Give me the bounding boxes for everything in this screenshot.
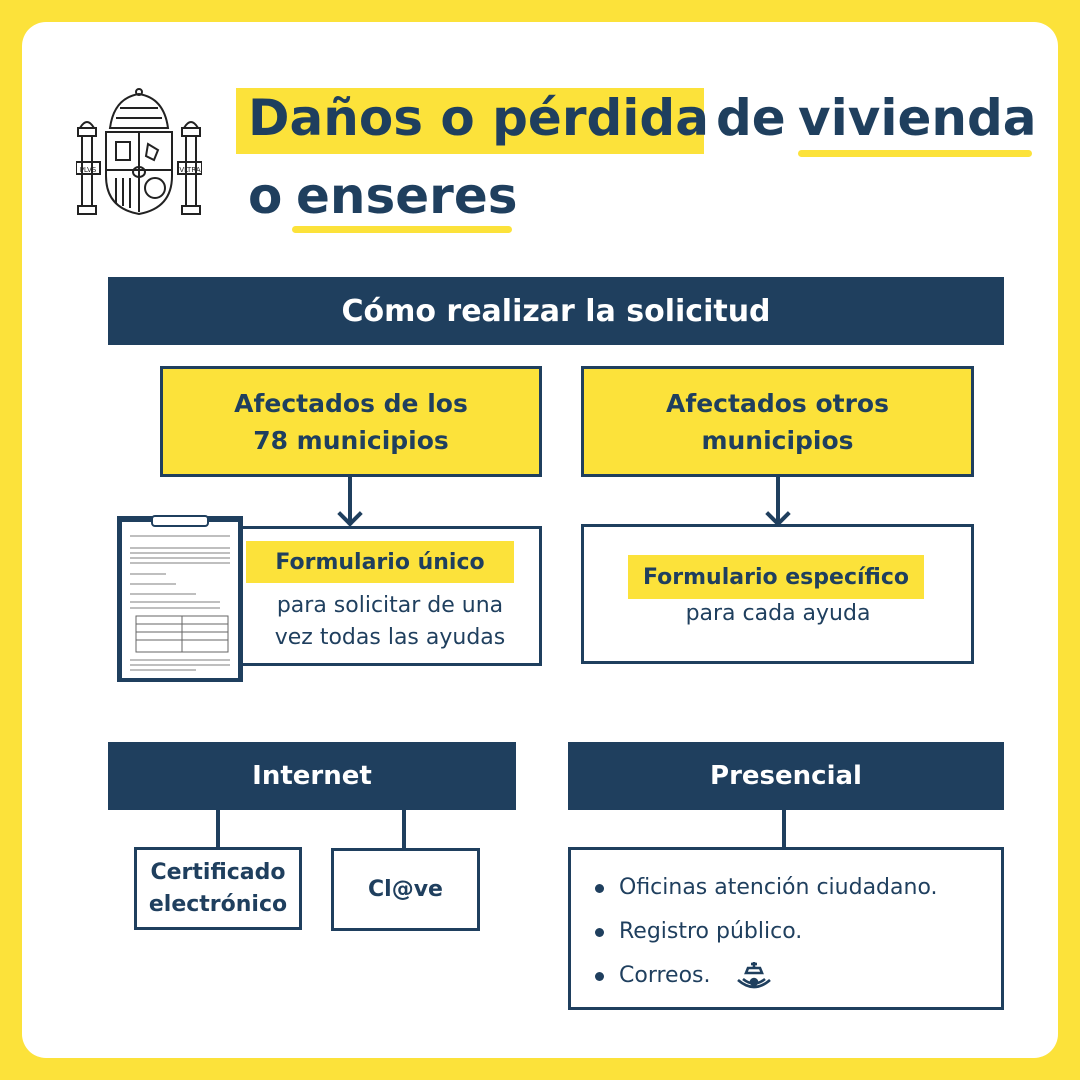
presencial-options-box: Oficinas atención ciudadano. Registro pú… xyxy=(568,847,1004,1010)
correos-logo-icon xyxy=(737,962,771,989)
arrow-left-line xyxy=(348,477,352,521)
certificado-electronico-option: Certificado electrónico xyxy=(134,847,302,930)
presencial-label: Presencial xyxy=(710,761,862,791)
certificado-line1: Certificado xyxy=(150,859,286,885)
emblem-right-ribbon: VLTRA xyxy=(179,166,201,174)
specific-form-description: para cada ayuda xyxy=(685,601,871,626)
presencial-list: Oficinas atención ciudadano. Registro pú… xyxy=(591,866,938,998)
single-form-desc-line2: vez todas las ayudas xyxy=(274,625,506,650)
internet-label: Internet xyxy=(252,761,372,791)
title-word-enseres: enseres xyxy=(296,167,518,225)
single-form-desc-line1: para solicitar de una xyxy=(276,593,504,618)
certificado-line2: electrónico xyxy=(148,891,288,917)
single-form-tag: Formulario único xyxy=(246,541,514,583)
section-header-bar: Cómo realizar la solicitud xyxy=(108,277,1004,345)
emblem-left-ribbon: PLVS xyxy=(80,166,97,174)
affected-other-line2: municipios xyxy=(701,425,854,455)
clave-label: Cl@ve xyxy=(368,877,443,902)
title-highlight-text: Daños o pérdida xyxy=(248,89,709,147)
internet-connector-1 xyxy=(216,810,220,848)
form-document-icon xyxy=(117,515,243,682)
section-header-text: Cómo realizar la solicitud xyxy=(341,293,771,329)
specific-form-tag: Formulario específico xyxy=(628,555,924,599)
arrow-right-line xyxy=(776,477,780,521)
single-form-description: para solicitar de una vez todas las ayud… xyxy=(252,590,528,654)
title-underline-enseres xyxy=(292,226,512,233)
specific-form-tag-text: Formulario específico xyxy=(643,564,909,590)
title-word-de: de xyxy=(716,89,786,147)
list-item-correos: Correos. xyxy=(591,954,938,998)
presencial-bar: Presencial xyxy=(568,742,1004,810)
affected-78-line1: Afectados de los xyxy=(234,388,468,418)
single-form-tag-text: Formulario único xyxy=(275,549,485,575)
presencial-connector xyxy=(782,810,786,848)
title-underline-vivienda xyxy=(798,150,1032,157)
title-highlight-bg xyxy=(236,88,704,154)
spain-coat-of-arms-icon: PLVS VLTRA xyxy=(76,88,202,216)
affected-other-municipalities-box: Afectados otros municipios xyxy=(581,366,974,477)
list-item-oficinas: Oficinas atención ciudadano. xyxy=(591,866,938,910)
internet-bar: Internet xyxy=(108,742,516,810)
clave-option: Cl@ve xyxy=(331,848,480,931)
title-word-o: o xyxy=(248,167,283,225)
affected-78-line2: 78 municipios xyxy=(253,425,449,455)
internet-connector-2 xyxy=(402,810,406,850)
list-item-registro: Registro público. xyxy=(591,910,938,954)
title-word-vivienda: vivienda xyxy=(798,89,1037,147)
affected-other-line1: Afectados otros xyxy=(666,388,889,418)
affected-78-municipalities-box: Afectados de los 78 municipios xyxy=(160,366,542,477)
